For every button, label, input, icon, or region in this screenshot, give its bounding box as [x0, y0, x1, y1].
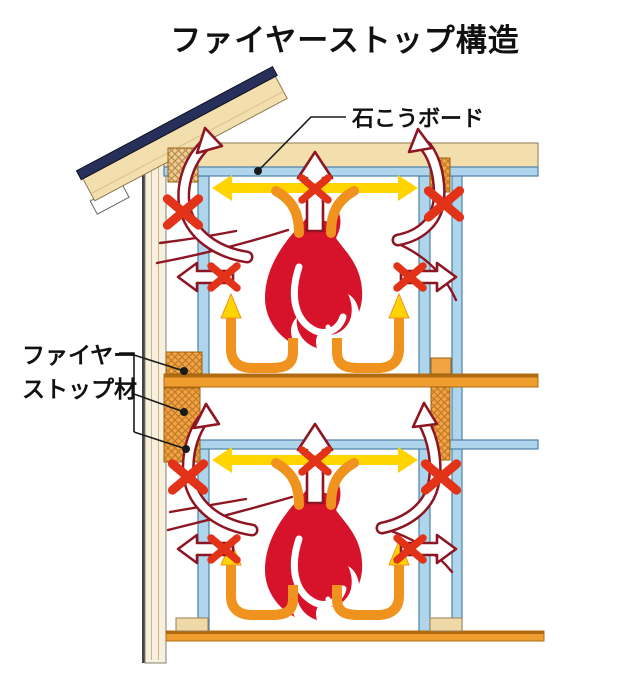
- gypsum-board-right-outer: [451, 175, 463, 633]
- bottom-floor-edge: [166, 631, 544, 634]
- leader-dot: [180, 408, 188, 416]
- horizontal-structure: [163, 142, 545, 642]
- curved-arrowhead: [192, 402, 221, 430]
- label-firestop-line2: ストップ材: [22, 376, 137, 402]
- bottom-plate-left: [175, 617, 209, 632]
- page-title: ファイヤーストップ構造: [170, 23, 520, 58]
- lower-ceiling-gypsum-band: [195, 439, 539, 450]
- label-firestop-line1: ファイヤー: [22, 342, 136, 368]
- roof-covering: [75, 65, 278, 181]
- curved-arrowhead: [411, 401, 439, 429]
- leader-dot: [180, 367, 188, 375]
- leader-dot: [254, 167, 262, 175]
- leader-lines: [119, 116, 346, 453]
- gypsum-board-left-lower: [197, 447, 210, 633]
- corner-arrow-lower-left: [166, 402, 294, 537]
- roof: [75, 65, 288, 215]
- leader-dot: [182, 445, 190, 453]
- curved-arrowhead: [407, 127, 434, 154]
- curved-arrowhead: [195, 126, 224, 155]
- ceiling-gypsum-band: [163, 166, 539, 177]
- bottom-plate-right: [429, 617, 463, 632]
- label-gypsum-board: 石こうボード: [351, 106, 484, 131]
- mid-floor-edge: [164, 374, 538, 378]
- firestop-block-right-above-floor: [430, 357, 452, 375]
- exterior-wall: [142, 135, 167, 664]
